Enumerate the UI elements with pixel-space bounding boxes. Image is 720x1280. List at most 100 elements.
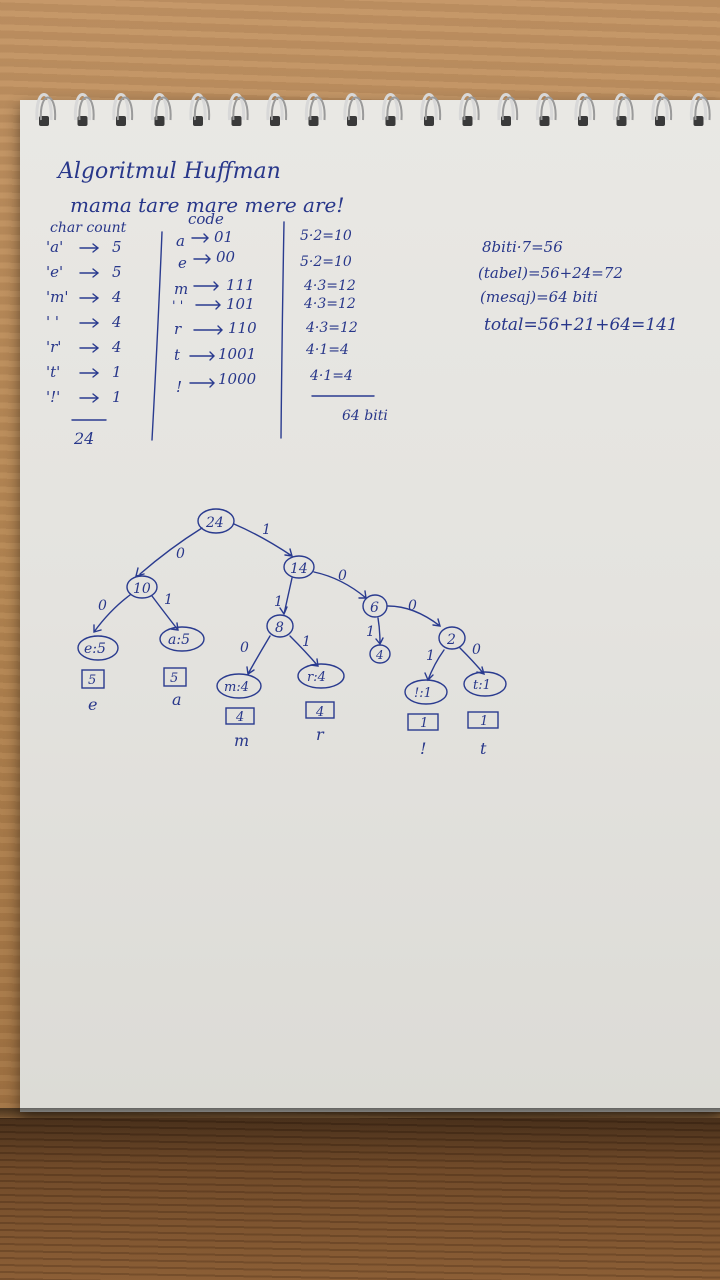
leaf-count-box — [407, 713, 439, 731]
edge-label: 1 — [366, 624, 375, 640]
code-value: 110 — [228, 319, 257, 337]
edge-label: 0 — [176, 546, 185, 562]
binding-ring — [424, 96, 442, 121]
column-divider — [151, 231, 163, 441]
tree-edge — [135, 527, 203, 577]
leaf-label: t:1 — [473, 678, 491, 693]
leaf-count-box — [305, 701, 335, 719]
code-value: 00 — [216, 248, 236, 266]
binding-ring — [35, 93, 53, 121]
binding-ring — [232, 96, 249, 121]
leaf-count: 1 — [420, 716, 428, 731]
leaf-count: 1 — [480, 714, 488, 729]
spiral-binding — [35, 93, 711, 126]
leaf-label: a:5 — [168, 632, 190, 648]
column-divider — [280, 221, 285, 439]
binding-ring — [73, 93, 92, 121]
count-value: 5 — [112, 263, 122, 281]
binding-ring — [116, 96, 134, 121]
tree-node — [197, 508, 235, 534]
binding-ring — [497, 93, 515, 121]
leaf-count-box — [81, 669, 105, 689]
binding-ring — [617, 96, 634, 121]
leaf-char: e — [88, 695, 97, 714]
code-value: 101 — [226, 295, 255, 313]
leaf-char: a — [172, 690, 182, 709]
leaf-char: t — [480, 739, 487, 758]
binding-ring — [39, 96, 57, 121]
leaf-char: m — [234, 731, 249, 750]
count-char: '!' — [46, 388, 60, 406]
leaf-char: ! — [420, 739, 426, 758]
summary-line: (mesaj)=64 biti — [480, 288, 598, 306]
binding-ring — [193, 96, 211, 121]
leaf-label: r:4 — [307, 670, 326, 685]
summary-line: (tabel)=56+24=72 — [478, 264, 623, 282]
tree-leaf — [159, 626, 205, 652]
count-value: 1 — [112, 363, 122, 381]
leaf-count-box — [225, 707, 255, 725]
tree-node — [362, 594, 388, 618]
product-line: 4·1=4 — [309, 368, 353, 384]
count-value: 1 — [112, 388, 122, 406]
tree-node — [266, 614, 294, 638]
edge-label: 0 — [240, 640, 249, 656]
node-label: 24 — [205, 515, 224, 531]
tree-node — [126, 575, 158, 599]
edge-label: 1 — [302, 634, 311, 650]
count-char: ' ' — [46, 313, 59, 331]
product-line: 4·3=12 — [303, 278, 356, 294]
notes-title: Algoritmul Huffman — [56, 159, 281, 184]
node-label: 6 — [370, 600, 379, 616]
code-list: a 01 e 00 m 111 ' ' 101 r 110 t 1001 ! 1… — [172, 228, 257, 396]
tree-edge — [233, 523, 293, 557]
count-value: 4 — [111, 288, 122, 306]
summary-line: total=56+21+64=141 — [484, 315, 678, 335]
count-char: 'a' — [46, 238, 63, 256]
node-label: 14 — [290, 561, 308, 577]
count-char: 't' — [46, 363, 60, 381]
notebook-page — [20, 100, 720, 1112]
code-value: 01 — [214, 228, 233, 246]
product-line: 5·2=10 — [300, 228, 352, 244]
table-edge — [0, 1118, 720, 1280]
count-char: 'e' — [46, 263, 63, 281]
tree-node — [369, 644, 391, 664]
binding-ring — [458, 93, 477, 121]
leaf-count: 5 — [170, 671, 178, 686]
product-line: 5·2=10 — [300, 254, 352, 270]
products-total: 64 biti — [342, 408, 388, 424]
edge-label: 0 — [338, 568, 347, 584]
binding-ring — [386, 96, 403, 121]
binding-ring — [343, 93, 361, 121]
binding-ring — [304, 93, 323, 121]
tree-node — [438, 626, 466, 650]
code-char: ! — [176, 378, 182, 396]
code-value: 1001 — [218, 345, 256, 363]
count-header: char count — [50, 220, 127, 236]
binding-ring — [540, 96, 557, 121]
node-label: 10 — [133, 581, 151, 597]
length-products: 5·2=10 5·2=10 4·3=12 4·3=12 4·3=12 4·1=4… — [300, 228, 388, 424]
product-line: 4·3=12 — [303, 296, 356, 312]
tree-edge — [93, 594, 131, 633]
count-value: 5 — [112, 238, 122, 256]
leaf-count: 4 — [235, 710, 244, 725]
binding-ring — [612, 93, 631, 121]
count-char: 'm' — [46, 288, 68, 306]
summary-line: 8biti·7=56 — [482, 238, 563, 256]
binding-ring — [535, 93, 554, 121]
binding-ring — [112, 93, 130, 121]
tree-leaf — [216, 673, 262, 699]
product-line: 4·1=4 — [305, 342, 349, 358]
edge-label: 1 — [164, 592, 173, 608]
binding-ring — [309, 96, 326, 121]
tree-leaf — [463, 671, 507, 697]
binding-ring — [689, 93, 708, 121]
product-line: 4·3=12 — [305, 320, 358, 336]
edge-label: 1 — [274, 594, 283, 610]
code-char: t — [174, 346, 181, 364]
edge-label: 0 — [98, 598, 107, 614]
code-char: ' ' — [172, 299, 183, 314]
